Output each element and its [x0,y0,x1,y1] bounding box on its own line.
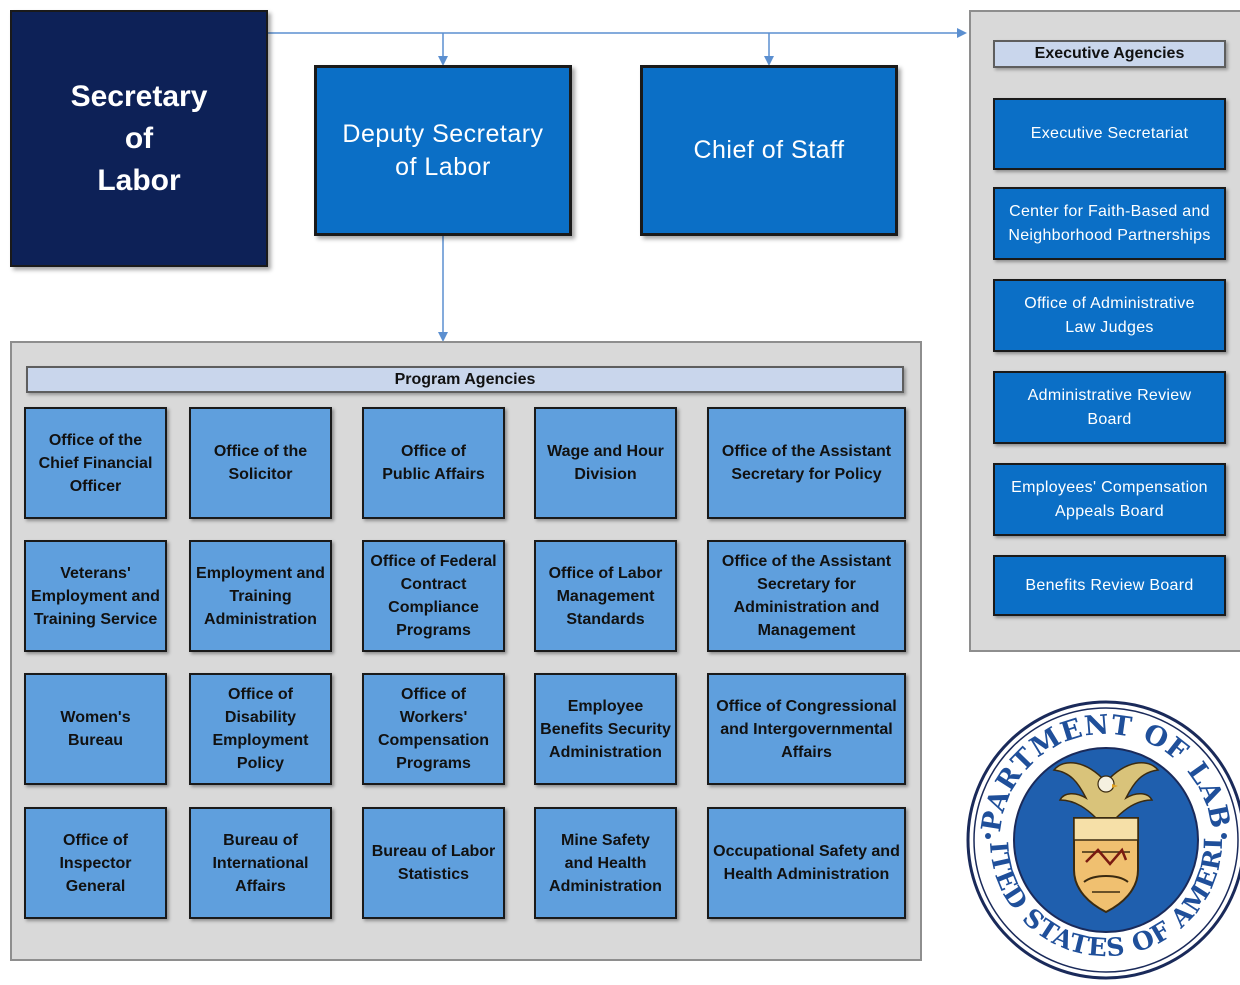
program-agency-box: Office of the Assistant Secretary for Ad… [707,540,906,652]
program-agency-box: Office of Public Affairs [362,407,505,519]
program-agency-box: Office of the Solicitor [189,407,332,519]
program-agency-box: Office of Disability Employment Policy [189,673,332,785]
program-agency-box: Employment and Training Administration [189,540,332,652]
program-agency-box: Women's Bureau [24,673,167,785]
shield-icon [1073,817,1139,914]
executive-agencies-header: Executive Agencies [993,40,1226,68]
program-agency-box: Employee Benefits Security Administratio… [534,673,677,785]
program-agency-box: Occupational Safety and Health Administr… [707,807,906,919]
program-agency-box: Office of Workers' Compensation Programs [362,673,505,785]
deputy-secretary-box: Deputy Secretary of Labor [314,65,572,236]
program-agency-box: Bureau of International Affairs [189,807,332,919]
program-agency-box: Office of Inspector General [24,807,167,919]
program-agency-box: Office of Labor Management Standards [534,540,677,652]
chief-of-staff-box: Chief of Staff [640,65,898,236]
executive-agency-box: Executive Secretariat [993,98,1226,170]
program-agency-box: Veterans' Employment and Training Servic… [24,540,167,652]
program-agency-box: Office of Congressional and Intergovernm… [707,673,906,785]
secretary-of-labor-box: Secretary of Labor [10,10,268,267]
department-of-labor-seal: DEPARTMENT OF LABOR UNITED STATES OF AME… [954,676,1240,980]
executive-agency-box: Center for Faith-Based and Neighborhood … [993,187,1226,260]
program-agency-box: Mine Safety and Health Administration [534,807,677,919]
executive-agency-box: Office of Administrative Law Judges [993,279,1226,352]
program-agency-box: Office of Federal Contract Compliance Pr… [362,540,505,652]
program-agencies-header: Program Agencies [26,366,904,393]
program-agency-box: Office of the Assistant Secretary for Po… [707,407,906,519]
program-agency-box: Bureau of Labor Statistics [362,807,505,919]
program-agency-box: Office of the Chief Financial Officer [24,407,167,519]
executive-agency-box: Employees' Compensation Appeals Board [993,463,1226,536]
eagle-icon [1052,762,1160,819]
executive-agency-box: Benefits Review Board [993,555,1226,616]
executive-agency-box: Administrative Review Board [993,371,1226,444]
program-agency-box: Wage and Hour Division [534,407,677,519]
